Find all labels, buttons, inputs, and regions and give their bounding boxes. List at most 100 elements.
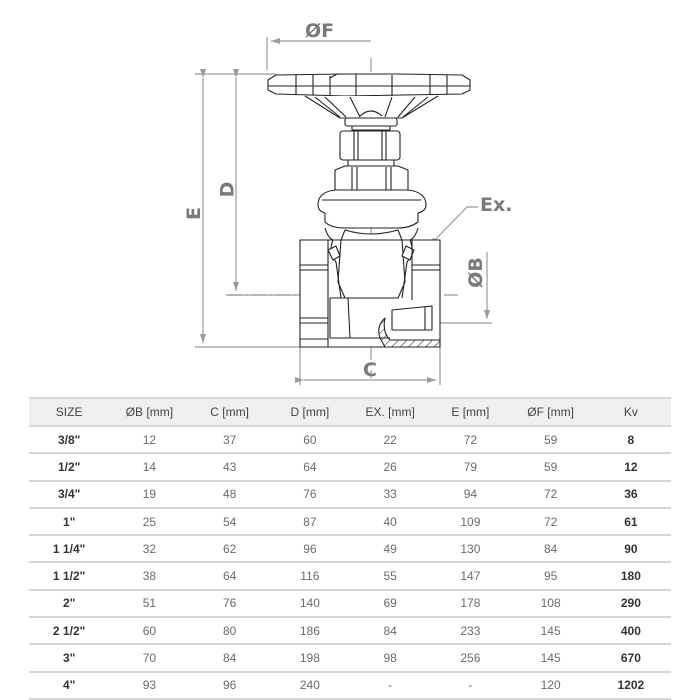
- cell-kv: 400: [590, 617, 671, 646]
- cell-kv: 1202: [590, 671, 671, 700]
- cell-kv: 61: [590, 507, 671, 537]
- cell-e: 79: [430, 453, 511, 482]
- cell-size: 2": [29, 589, 110, 619]
- cell-f: 72: [510, 480, 591, 509]
- cell-size: 1/2": [29, 453, 110, 482]
- cell-b: 19: [109, 480, 190, 509]
- header-b: ØB [mm]: [109, 397, 190, 427]
- cell-size: 1 1/2": [29, 562, 110, 591]
- cell-b: 93: [109, 671, 190, 700]
- cell-f: 108: [510, 589, 591, 619]
- cell-f: 72: [510, 507, 591, 537]
- cell-e: 233: [430, 617, 511, 646]
- cell-kv: 36: [590, 480, 671, 509]
- cell-ex: 55: [350, 562, 431, 591]
- cell-c: 43: [189, 453, 270, 482]
- cell-c: 48: [189, 480, 270, 509]
- cell-f: 120: [510, 671, 591, 700]
- cell-f: 59: [510, 426, 591, 455]
- cell-b: 38: [109, 562, 190, 591]
- dimension-label-e: E: [182, 207, 205, 220]
- cell-size: 1 1/4": [29, 535, 110, 564]
- cell-kv: 90: [590, 535, 671, 564]
- cell-d: 140: [269, 589, 350, 619]
- cell-b: 14: [109, 453, 190, 482]
- cell-ex: 26: [350, 453, 431, 482]
- cell-ex: 98: [350, 644, 431, 673]
- cell-kv: 8: [590, 426, 671, 455]
- cell-f: 95: [510, 562, 591, 591]
- cell-e: 109: [430, 507, 511, 537]
- cell-f: 145: [510, 617, 591, 646]
- cell-ex: 33: [350, 480, 431, 509]
- cell-d: 116: [269, 562, 350, 591]
- cell-size: 1": [29, 507, 110, 537]
- cell-e: 256: [430, 644, 511, 673]
- header-size: SIZE: [29, 397, 110, 427]
- cell-d: 60: [269, 426, 350, 455]
- cell-f: 84: [510, 535, 591, 564]
- cell-e: 130: [430, 535, 511, 564]
- cell-e: 178: [430, 589, 511, 619]
- header-d: D [mm]: [269, 397, 350, 427]
- valve-outline: [267, 73, 471, 348]
- cell-c: 80: [189, 617, 270, 646]
- cell-ex: 40: [350, 507, 431, 537]
- cell-size: 2 1/2": [29, 617, 110, 646]
- cell-e: 72: [430, 426, 511, 455]
- valve-dimensions-table: SIZE ØB [mm] C [mm] D [mm] EX. [mm] E [m…: [29, 397, 671, 700]
- cell-b: 60: [109, 617, 190, 646]
- cell-c: 96: [189, 671, 270, 700]
- cell-kv: 670: [590, 644, 671, 673]
- cell-b: 32: [109, 535, 190, 564]
- cell-f: 145: [510, 644, 591, 673]
- cell-ex: 69: [350, 589, 431, 619]
- cell-d: 76: [269, 480, 350, 509]
- cell-ex: 22: [350, 426, 431, 455]
- cell-size: 3/8": [29, 426, 110, 455]
- dimension-label-d: D: [216, 181, 239, 198]
- cell-ex: 49: [350, 535, 431, 564]
- header-ex: EX. [mm]: [350, 397, 431, 427]
- cell-size: 3": [29, 644, 110, 673]
- dimension-label-ex: Ex.: [480, 194, 513, 216]
- cell-c: 37: [189, 426, 270, 455]
- header-c: C [mm]: [189, 397, 270, 427]
- cell-c: 54: [189, 507, 270, 537]
- dimension-label-f: ØF: [305, 20, 335, 42]
- cell-d: 198: [269, 644, 350, 673]
- cell-d: 64: [269, 453, 350, 482]
- cell-c: 62: [189, 535, 270, 564]
- cell-d: 96: [269, 535, 350, 564]
- table-header-row: SIZE ØB [mm] C [mm] D [mm] EX. [mm] E [m…: [29, 397, 671, 427]
- cell-size: 4": [29, 671, 110, 700]
- cell-c: 84: [189, 644, 270, 673]
- cell-d: 186: [269, 617, 350, 646]
- cell-e: -: [430, 671, 511, 700]
- header-kv: Kv: [590, 397, 671, 427]
- cell-kv: 290: [590, 589, 671, 619]
- cell-size: 3/4": [29, 480, 110, 509]
- header-e: E [mm]: [430, 397, 511, 427]
- cell-f: 59: [510, 453, 591, 482]
- cell-ex: 84: [350, 617, 431, 646]
- dimension-label-c: C: [363, 359, 377, 381]
- cell-c: 76: [189, 589, 270, 619]
- cell-b: 70: [109, 644, 190, 673]
- valve-technical-drawing: ØF E D Ex. ØB C: [182, 20, 513, 385]
- cell-e: 147: [430, 562, 511, 591]
- cell-b: 12: [109, 426, 190, 455]
- cell-kv: 12: [590, 453, 671, 482]
- cell-d: 240: [269, 671, 350, 700]
- cell-b: 51: [109, 589, 190, 619]
